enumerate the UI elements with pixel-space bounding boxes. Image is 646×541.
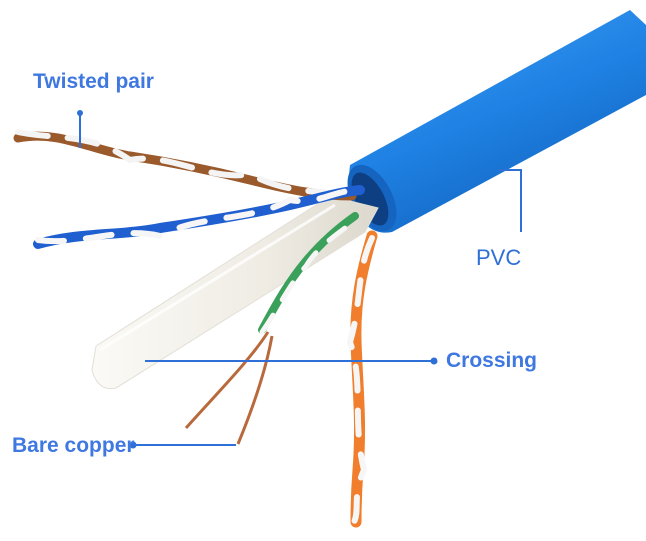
label-twisted-pair: Twisted pair — [33, 70, 154, 93]
pvc-jacket — [347, 10, 646, 233]
circle-dot-icon — [129, 441, 137, 449]
label-bare-copper: Bare copper — [12, 434, 135, 457]
brown-white-pair — [13, 129, 357, 201]
circle-dot-icon — [430, 357, 438, 365]
leader-pvc — [498, 169, 522, 232]
cross-separator — [91, 195, 379, 390]
circle-dot-icon — [77, 110, 83, 116]
bare-copper-wires — [184, 331, 274, 445]
leader-lines — [77, 110, 522, 449]
orange-white-pair — [346, 230, 378, 528]
blue-white-pair — [33, 185, 365, 249]
green-white-pair — [258, 212, 359, 335]
label-pvc: PVC — [476, 245, 522, 270]
label-crossing: Crossing — [446, 349, 538, 372]
